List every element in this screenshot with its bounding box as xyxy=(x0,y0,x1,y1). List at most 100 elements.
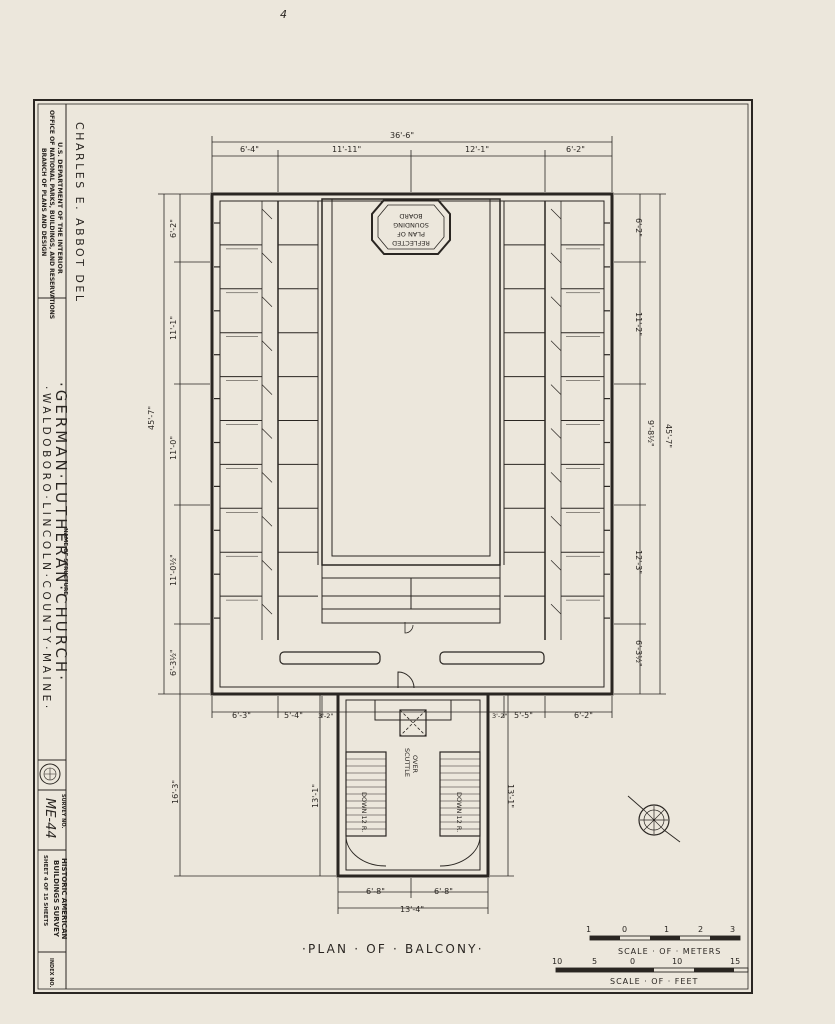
dim-stair-right: 13'-1" xyxy=(506,784,515,808)
drawing-line xyxy=(550,428,562,439)
svg-text:OVER: OVER xyxy=(411,755,419,774)
dim-top-3: 12'-1" xyxy=(465,145,489,154)
svg-text:BOARD: BOARD xyxy=(399,212,422,220)
rear-bench-right xyxy=(439,651,545,665)
drawing-line xyxy=(550,252,562,264)
dim-bottom-5: 5'-5" xyxy=(514,711,533,720)
drawing-line xyxy=(550,208,562,220)
sounding-board-inner xyxy=(377,204,445,250)
dim-right-mid: 9'-8½" xyxy=(646,420,655,447)
dim-stair-left: 13'-1" xyxy=(311,784,320,808)
svg-text:PLAN OF: PLAN OF xyxy=(397,230,425,238)
drawing-line xyxy=(550,472,562,483)
drawing-line xyxy=(261,384,273,395)
dim-left-5: 6'-3½" xyxy=(169,649,178,676)
dim-right-overall: 45'-7" xyxy=(664,424,673,448)
inner-border xyxy=(37,103,749,990)
dim-top-1: 6'-4" xyxy=(240,145,259,154)
svg-text:SOUNDING: SOUNDING xyxy=(393,221,429,229)
habs-line-1: HISTORIC AMERICAN xyxy=(60,858,68,940)
door-swing xyxy=(397,671,415,689)
drawing-title: ·PLAN · OF · BALCONY· xyxy=(302,942,484,956)
drawing-line xyxy=(550,296,562,308)
name-of-structure-caption: NAME OF STRUCTURE xyxy=(62,528,68,595)
dim-top-2: 11'-11" xyxy=(332,145,361,154)
drawing-line xyxy=(550,384,562,395)
drawing-line xyxy=(550,603,562,615)
dim-left-overall: 45'-7" xyxy=(147,406,156,430)
scale-of-meters-label: SCALE · OF · METERS xyxy=(618,947,721,956)
outer-border xyxy=(33,99,753,994)
dim-left-1: 6'-2" xyxy=(169,219,178,238)
agency-line-3: BRANCH OF PLANS AND DESIGN xyxy=(40,148,47,256)
compass-icon xyxy=(627,795,681,843)
drawing-line xyxy=(261,296,273,308)
survey-no-caption: SURVEY NO. xyxy=(60,794,66,828)
scuttle-hatch xyxy=(399,709,427,737)
survey-number: ME-44 xyxy=(42,798,57,839)
svg-text:0: 0 xyxy=(630,957,635,966)
svg-text:5: 5 xyxy=(592,957,597,966)
delineator-text: CHARLES E. ABBOT DEL xyxy=(73,122,86,303)
drawing-line xyxy=(261,559,273,571)
dim-left-2: 11'-1" xyxy=(169,316,178,340)
svg-text:15: 15 xyxy=(730,957,740,966)
agency-line-1: U.S. DEPARTMENT OF THE INTERIOR xyxy=(56,142,64,274)
dimension-lines xyxy=(158,136,666,914)
dim-bottom-6: 6'-2" xyxy=(574,711,593,720)
page-mark: 4 xyxy=(280,8,287,21)
svg-text:1: 1 xyxy=(664,925,669,934)
svg-text:1: 1 xyxy=(586,925,591,934)
dim-porch-width: 13'-4" xyxy=(400,905,424,914)
box-pews xyxy=(214,208,610,619)
sounding-board-label: REFLECTED PLAN OF SOUNDING BOARD xyxy=(392,212,430,247)
drawing-line xyxy=(261,252,273,264)
drawing-line xyxy=(550,340,562,351)
drawing-line xyxy=(261,603,273,615)
dimension-labels: 36'-6" 6'-4" 11'-11" 12'-1" 6'-2" 45'-7"… xyxy=(147,131,673,914)
drawing-line xyxy=(261,428,273,439)
structure-name: ·GERMAN·LUTHERAN·CHURCH· xyxy=(52,382,70,683)
dim-bottom-3: 3'-2" xyxy=(318,712,333,720)
rear-bench-left xyxy=(279,651,381,665)
svg-text:SCUTTLE: SCUTTLE xyxy=(403,748,411,777)
dim-left-3: 11'-0" xyxy=(169,436,178,460)
dim-porch-left: 16'-3" xyxy=(171,780,180,804)
dim-porch-half-1: 6'-8" xyxy=(366,887,385,896)
index-no-caption: INDEX NO. xyxy=(48,958,54,988)
svg-text:10: 10 xyxy=(672,957,682,966)
location-text: ·WALDOBORO·LINCOLN·COUNTY·MAINE· xyxy=(40,386,52,712)
balcony-plan: REFLECTED PLAN OF SOUNDING BOARD xyxy=(210,192,614,878)
sheet-number: SHEET 4 OF 15 SHEETS xyxy=(42,855,48,926)
habs-line-2: BUILDINGS SURVEY xyxy=(52,860,60,938)
dim-right-4: 6'-3½" xyxy=(634,640,643,667)
dim-right-2: 11'-2" xyxy=(634,312,643,336)
agency-line-2: OFFICE OF NATIONAL PARKS, BUILDINGS, AND… xyxy=(48,110,55,319)
svg-text:3: 3 xyxy=(730,925,735,934)
drawing-line xyxy=(550,516,562,527)
svg-text:REFLECTED: REFLECTED xyxy=(392,239,430,247)
title-block: CHARLES E. ABBOT DEL U.S. DEPARTMENT OF … xyxy=(38,104,86,989)
drawing-line xyxy=(261,340,273,351)
habs-seal-icon xyxy=(39,763,61,785)
scuttle-label: SCUTTLE OVER xyxy=(403,748,419,777)
stair-right-label: DOWN 12 R. xyxy=(455,792,463,832)
svg-text:10: 10 xyxy=(552,957,562,966)
sounding-board-outline xyxy=(371,199,451,255)
dim-right-1: 6'-2" xyxy=(634,218,643,237)
drawing-line xyxy=(261,516,273,527)
stair-left-label: DOWN 12 R. xyxy=(360,792,368,832)
drawing-line xyxy=(261,208,273,220)
drawing-line xyxy=(550,559,562,571)
dim-porch-half-2: 6'-8" xyxy=(434,887,453,896)
svg-text:2: 2 xyxy=(698,925,703,934)
scale-of-feet: 10 5 0 10 15 SCALE · OF · FEET xyxy=(552,957,749,986)
dim-bottom-4: 3'-2" xyxy=(492,712,507,720)
dim-left-4: 11'-0½" xyxy=(169,554,178,586)
dim-bottom-1: 6'-3" xyxy=(232,711,251,720)
drawing-line xyxy=(261,472,273,483)
scale-of-feet-label: SCALE · OF · FEET xyxy=(610,977,698,986)
stair-tower: SCUTTLE OVER DOWN 12 R. DOWN 12 R. xyxy=(336,692,490,878)
